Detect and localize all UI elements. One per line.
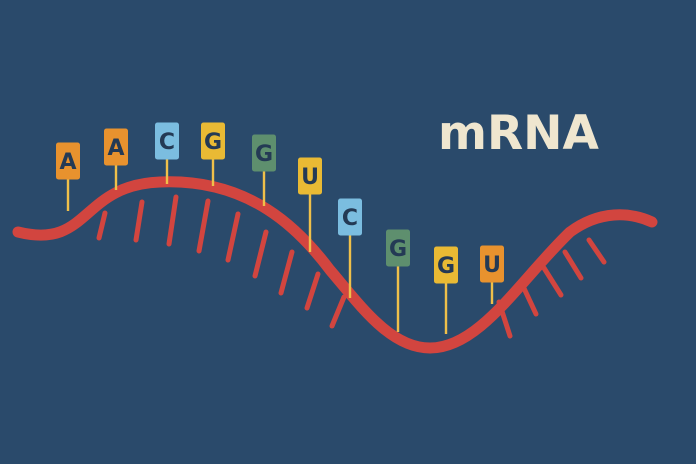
- backbone-rung: [96, 210, 108, 241]
- nucleotide-tag: [338, 198, 362, 236]
- backbone-rung: [196, 198, 211, 254]
- nucleotide-tag: [56, 142, 80, 180]
- nucleotide-tag: [434, 246, 458, 284]
- backbone-rung: [278, 249, 295, 296]
- nucleotide-tag: [155, 122, 179, 160]
- backbone-rung: [166, 194, 179, 247]
- nucleotide-letter: A: [107, 136, 124, 161]
- nucleotide-tag: [298, 157, 322, 195]
- nucleotide-letter: C: [342, 206, 358, 231]
- nucleotide-c-3: C: [155, 122, 179, 184]
- nucleotide-u-6: U: [298, 157, 322, 252]
- nucleotide-g-8: G: [386, 229, 410, 332]
- backbone-rung: [586, 237, 607, 265]
- backbone-rung: [304, 271, 321, 311]
- title-label: mRNA: [438, 106, 599, 161]
- nucleotide-letter: G: [437, 254, 455, 279]
- backbone-rung: [329, 294, 347, 329]
- nucleotide-tag: [252, 134, 276, 172]
- nucleotide-tag: [386, 229, 410, 267]
- rna-backbone-strand: [12, 176, 658, 354]
- nucleotide-letter: G: [255, 142, 273, 167]
- nucleotide-g-4: G: [201, 122, 225, 186]
- nucleotide-c-7: C: [338, 198, 362, 298]
- backbone-rung: [562, 249, 584, 281]
- nucleotide-a-2: A: [104, 128, 128, 190]
- backbone-rung: [541, 265, 564, 298]
- backbone-rung: [225, 211, 241, 263]
- nucleotide-a-1: A: [56, 142, 80, 211]
- nucleotide-g-9: G: [434, 246, 458, 334]
- backbone-rung: [252, 229, 269, 279]
- backbone-rungs: [96, 194, 607, 339]
- nucleotide-letter: U: [301, 165, 319, 190]
- nucleotide-letter: C: [159, 130, 175, 155]
- backbone-rung: [133, 199, 145, 243]
- nucleotide-tag: [480, 245, 504, 283]
- nucleotide-u-10: U: [480, 245, 504, 304]
- nucleotide-tag: [104, 128, 128, 166]
- nucleotide-letter: G: [204, 130, 222, 155]
- nucleotide-letter: U: [483, 253, 501, 278]
- nucleotide-letter: G: [389, 237, 407, 262]
- nucleotide-g-5: G: [252, 134, 276, 206]
- nucleotide-letter: A: [59, 150, 76, 175]
- nucleotide-tag: [201, 122, 225, 160]
